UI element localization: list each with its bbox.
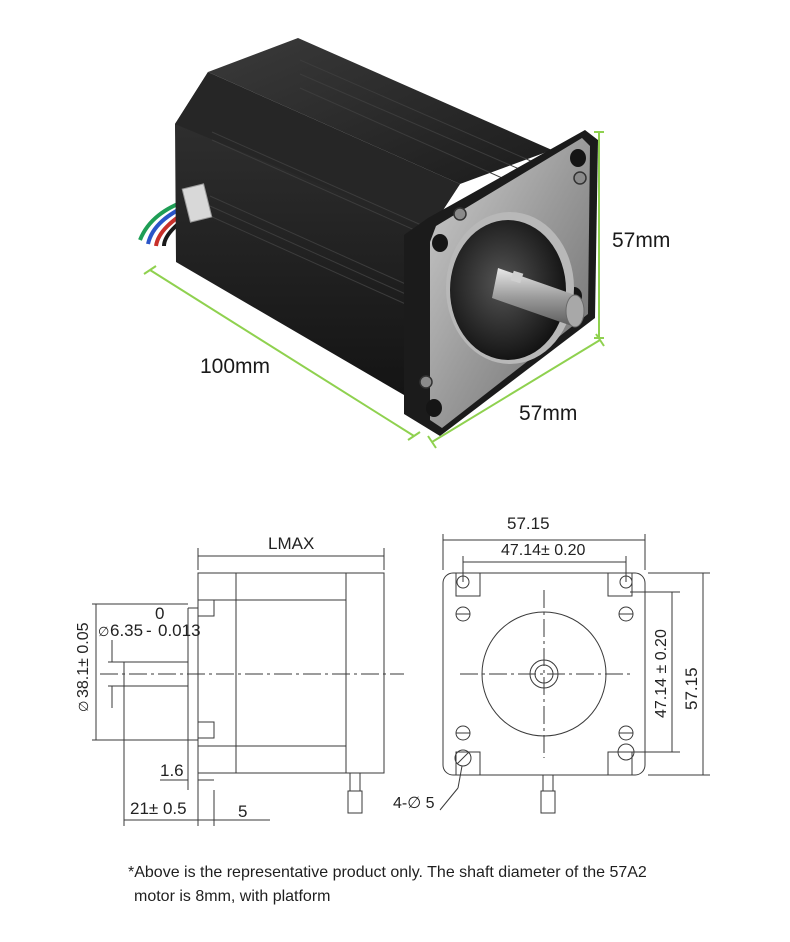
disclaimer-note: *Above is the representative product onl… (128, 861, 768, 909)
side-shaft-tol-lower: 0.013 (158, 621, 201, 640)
photo-width-label: 57mm (519, 402, 577, 425)
front-overall-height-label: 57.15 (682, 667, 701, 710)
side-flange-gap-label: 1.6 (160, 761, 184, 780)
side-shaft-dia-label: 6.35 (110, 621, 143, 640)
minus-sign: - (146, 621, 152, 640)
front-overall-width-label: 57.15 (507, 514, 550, 533)
side-shaft-tol-upper: 0 (155, 604, 164, 623)
photo-dimension-lines (143, 131, 605, 449)
disclaimer-line-1: *Above is the representative product onl… (128, 864, 647, 881)
side-view-drawing (92, 548, 404, 826)
motor-laminations (209, 59, 541, 307)
diameter-symbol-icon: ∅ (98, 624, 109, 639)
front-hole-label: 4-∅ 5 (393, 795, 435, 812)
side-flange-thickness-label: 5 (238, 802, 247, 821)
diameter-symbol-icon: ∅ (76, 701, 91, 712)
side-pilot-dia-group: ∅ 38.1± 0.05 (75, 622, 92, 712)
front-view-drawing (439, 534, 710, 814)
photo-length-label: 100mm (200, 355, 270, 378)
photo-height-label: 57mm (612, 229, 670, 252)
motor-connector (181, 183, 213, 223)
front-hole-pitch-vertical-group: 47.14 ± 0.20 (653, 629, 670, 718)
disclaimer-line-2: motor is 8mm, with platform (134, 888, 331, 905)
front-overall-height-group: 57.15 (682, 667, 701, 710)
side-shaft-len-label: 21± 0.5 (130, 799, 187, 818)
motor-illustration: 57mm 100mm 57mm (138, 38, 670, 449)
motor-body-top (208, 38, 552, 184)
front-mount-holes (454, 573, 635, 775)
side-shaft-dia-group: ∅ 6.35 - 0.013 (98, 621, 201, 640)
side-body-outline (197, 572, 385, 774)
side-lmax-label: LMAX (268, 534, 314, 553)
motor-shaft (492, 268, 585, 328)
front-hole-pitch-vertical-label: 47.14 ± 0.20 (653, 629, 670, 718)
side-pilot-label: 38.1± 0.05 (75, 622, 92, 698)
front-hole-pitch-label: 47.14± 0.20 (501, 542, 586, 559)
